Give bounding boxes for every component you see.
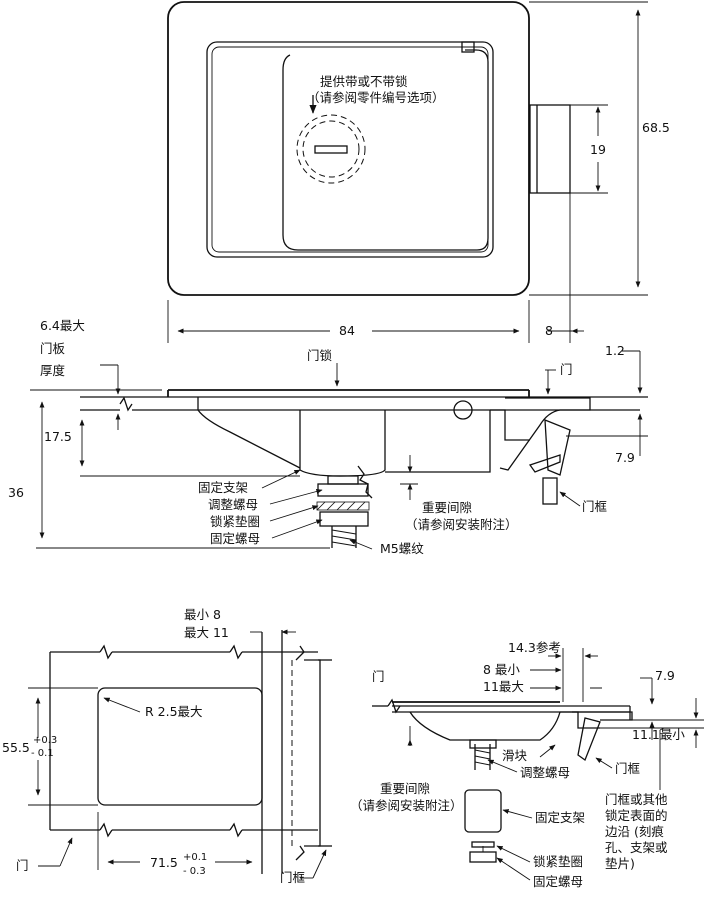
cutout-frame-label: 门框 bbox=[280, 870, 306, 885]
slider-label: 滑块 bbox=[502, 748, 528, 763]
dim-offset: 8 bbox=[545, 323, 553, 338]
door-thickness-max: 6.4最大 bbox=[40, 318, 85, 333]
note-line-1: 门框或其他 bbox=[605, 792, 668, 807]
mount-view bbox=[372, 648, 704, 881]
part-adjust-nut: 调整螺母 bbox=[208, 497, 258, 512]
height-tol-minus: - 0.1 bbox=[31, 748, 54, 759]
dim-handle: 19 bbox=[590, 142, 606, 157]
mount-fix-nut-label: 固定螺母 bbox=[533, 874, 583, 889]
mount-min-dim: 8 最小 bbox=[483, 662, 520, 677]
part-bracket: 固定支架 bbox=[198, 480, 248, 495]
min-label: 最小 8 bbox=[184, 607, 221, 622]
handle-block bbox=[529, 104, 571, 194]
height-dim: 55.5 bbox=[2, 740, 30, 755]
lock-label: 门锁 bbox=[307, 348, 333, 363]
mount-clearance: 重要间隙 bbox=[380, 781, 430, 796]
mount-bracket-label: 固定支架 bbox=[535, 810, 585, 825]
note-line-2: 锁定表面的 bbox=[605, 808, 668, 823]
lock-option-note: 提供带或不带锁 bbox=[320, 74, 408, 89]
side-view bbox=[30, 350, 648, 550]
mount-ref-dim: 14.3参考 bbox=[508, 640, 561, 655]
door-label: 门 bbox=[560, 362, 573, 377]
dim-7-9: 7.9 bbox=[615, 450, 635, 465]
clearance-note-sub: （请参阅安装附注） bbox=[405, 517, 518, 532]
key-slot bbox=[314, 145, 348, 154]
note-line-5: 垫片) bbox=[605, 856, 635, 871]
dim-36: 36 bbox=[8, 485, 24, 500]
mount-washer-label: 锁紧垫圈 bbox=[533, 854, 583, 869]
width-tol-plus: +0.1 bbox=[183, 852, 207, 863]
mount-max-dim: 11最大 bbox=[483, 679, 524, 694]
adjust-nut bbox=[317, 483, 369, 497]
door-thickness-label: 门板 bbox=[40, 341, 66, 356]
mount-door-label: 门 bbox=[372, 669, 385, 684]
part-fix-nut: 固定螺母 bbox=[210, 531, 260, 546]
hinge-tab bbox=[461, 41, 475, 53]
mount-dim-7-9: 7.9 bbox=[655, 668, 675, 683]
thread-label: M5螺纹 bbox=[380, 541, 424, 556]
paddle-outline bbox=[282, 49, 489, 251]
mount-frame-label: 门框 bbox=[615, 761, 641, 776]
recess-outline bbox=[206, 41, 494, 258]
width-dim: 71.5 bbox=[150, 855, 178, 870]
flange-outline bbox=[167, 1, 530, 296]
lock-cylinder-outer bbox=[296, 114, 366, 184]
mount-housing bbox=[409, 711, 561, 741]
part-lock-washer: 锁紧垫圈 bbox=[210, 514, 260, 529]
top-view bbox=[167, 1, 648, 343]
mount-fix-nut bbox=[469, 851, 497, 863]
dim-width: 84 bbox=[339, 323, 355, 338]
lock-option-note-sub: （请参阅零件编号选项） bbox=[307, 90, 445, 105]
door-frame-block bbox=[542, 477, 558, 505]
height-tol-plus: +0.3 bbox=[33, 735, 57, 746]
radius-label: R 2.5最大 bbox=[145, 704, 203, 719]
mount-clearance-sub: （请参阅安装附注） bbox=[350, 798, 463, 813]
cutout-view bbox=[28, 629, 332, 879]
note-line-3: 边沿 (刻痕 bbox=[605, 824, 664, 839]
dim-height: 68.5 bbox=[642, 120, 670, 135]
door-thickness-label-2: 厚度 bbox=[40, 363, 66, 378]
dim-17-5: 17.5 bbox=[44, 429, 72, 444]
mount-dim-11-1: 11.1最小 bbox=[632, 727, 685, 742]
mount-adjust-nut: 调整螺母 bbox=[520, 765, 570, 780]
mount-bracket bbox=[464, 789, 502, 833]
frame-label: 门框 bbox=[582, 499, 608, 514]
mount-frame-bar bbox=[577, 717, 601, 762]
width-tol-minus: - 0.3 bbox=[183, 866, 206, 877]
cutout-door-label: 门 bbox=[16, 858, 29, 873]
fix-nut bbox=[319, 511, 369, 527]
housing-left bbox=[197, 397, 301, 469]
clearance-note: 重要间隙 bbox=[422, 500, 472, 515]
housing-body bbox=[299, 410, 386, 477]
max-label: 最大 11 bbox=[184, 625, 229, 640]
latch-arm bbox=[499, 397, 591, 471]
dim-1-2: 1.2 bbox=[605, 343, 625, 358]
note-line-4: 孔、支架或 bbox=[605, 840, 668, 855]
